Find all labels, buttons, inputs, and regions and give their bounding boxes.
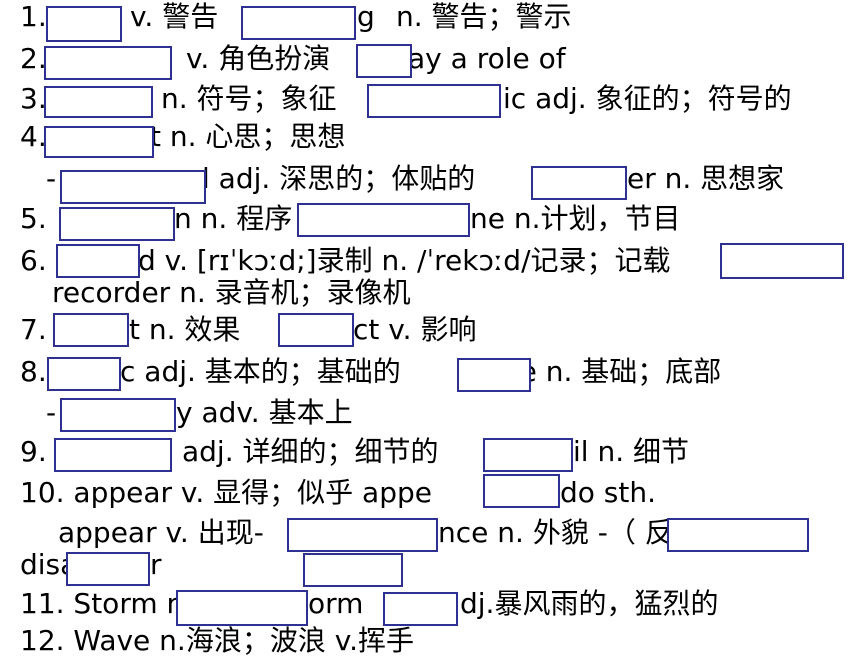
answer-box[interactable] [53, 313, 129, 347]
definition-text: se n. 基础；底部 [505, 355, 722, 388]
definition-text: v. 警告 [130, 0, 219, 33]
answer-box[interactable] [720, 243, 844, 279]
answer-box[interactable] [278, 313, 354, 347]
definition-text: n n. 程序 [174, 202, 293, 235]
answer-box[interactable] [60, 170, 206, 204]
definition-text: n. 符号；象征 [161, 82, 337, 115]
definition-text: ne n.计划，节目 [470, 202, 681, 235]
item-number: 1. [20, 0, 47, 33]
answer-box[interactable] [356, 44, 412, 78]
definition-text: ct v. 影响 [353, 313, 477, 346]
answer-box[interactable] [44, 46, 172, 80]
item-number: 4. [20, 120, 47, 153]
answer-box[interactable] [44, 86, 153, 118]
answer-box[interactable] [303, 553, 403, 587]
definition-text: 12. Wave n.海浪；波浪 v.挥手 [20, 624, 415, 657]
definition-text: r [150, 548, 162, 581]
answer-box[interactable] [383, 592, 458, 626]
item-number: 8. [20, 355, 47, 388]
answer-box[interactable] [66, 552, 150, 586]
answer-box[interactable] [297, 203, 470, 237]
answer-box[interactable] [44, 126, 154, 158]
definition-text: il n. 细节 [573, 435, 690, 468]
definition-text: appear v. 出现- [58, 516, 264, 549]
definition-text: ic adj. 象征的；符号的 [503, 82, 792, 115]
answer-box[interactable] [531, 166, 627, 200]
answer-box[interactable] [483, 474, 560, 508]
definition-text: ay a role of [408, 42, 566, 75]
definition-text: orm [308, 587, 364, 620]
prefix-dash: - [46, 396, 57, 429]
item-number: 2. [20, 42, 47, 75]
item-number: 3. [20, 82, 47, 115]
definition-text: recorder n. 录音机；录像机 [52, 276, 411, 309]
definition-text: 10. appear v. 显得；似乎 appe [20, 476, 432, 509]
answer-box[interactable] [46, 6, 122, 42]
definition-text: er n. 思想家 [627, 162, 785, 195]
definition-text: do sth. [560, 476, 657, 509]
definition-text: 11. Storm n. [20, 587, 194, 620]
definition-text: dj.暴风雨的，猛烈的 [460, 587, 719, 620]
answer-box[interactable] [176, 590, 308, 626]
definition-text: t n. 心思；思想 [150, 120, 346, 153]
definition-text: d v. [rɪˈkɔːd;]录制 n. /ˈrekɔːd/记录；记载 [138, 244, 671, 277]
item-number: 7. [20, 313, 47, 346]
item-number: 6. [20, 244, 47, 277]
answer-box[interactable] [667, 518, 809, 552]
answer-box[interactable] [241, 6, 356, 40]
definition-text: y adv. 基本上 [176, 396, 353, 429]
item-number: 9. [20, 435, 47, 468]
definition-text: n. 警告；警示 [396, 0, 572, 33]
prefix-dash: - [46, 162, 57, 195]
answer-box[interactable] [47, 357, 121, 391]
definition-text: nce n. 外貌 -（ 反 [438, 516, 673, 549]
definition-text: t n. 效果 [129, 313, 241, 346]
definition-text: v. 角色扮演 [186, 42, 331, 75]
answer-box[interactable] [60, 398, 176, 432]
answer-box[interactable] [56, 244, 140, 278]
definition-text: adj. 详细的；细节的 [182, 435, 439, 468]
answer-box[interactable] [457, 358, 531, 392]
definition-text: c adj. 基本的；基础的 [120, 355, 401, 388]
definition-text: l adj. 深思的；体贴的 [202, 162, 476, 195]
definition-text: g [357, 0, 375, 33]
answer-box[interactable] [367, 84, 501, 118]
item-number: 5. [20, 202, 47, 235]
answer-box[interactable] [54, 438, 172, 472]
answer-box[interactable] [287, 518, 438, 552]
answer-box[interactable] [59, 207, 175, 241]
answer-box[interactable] [483, 438, 573, 472]
